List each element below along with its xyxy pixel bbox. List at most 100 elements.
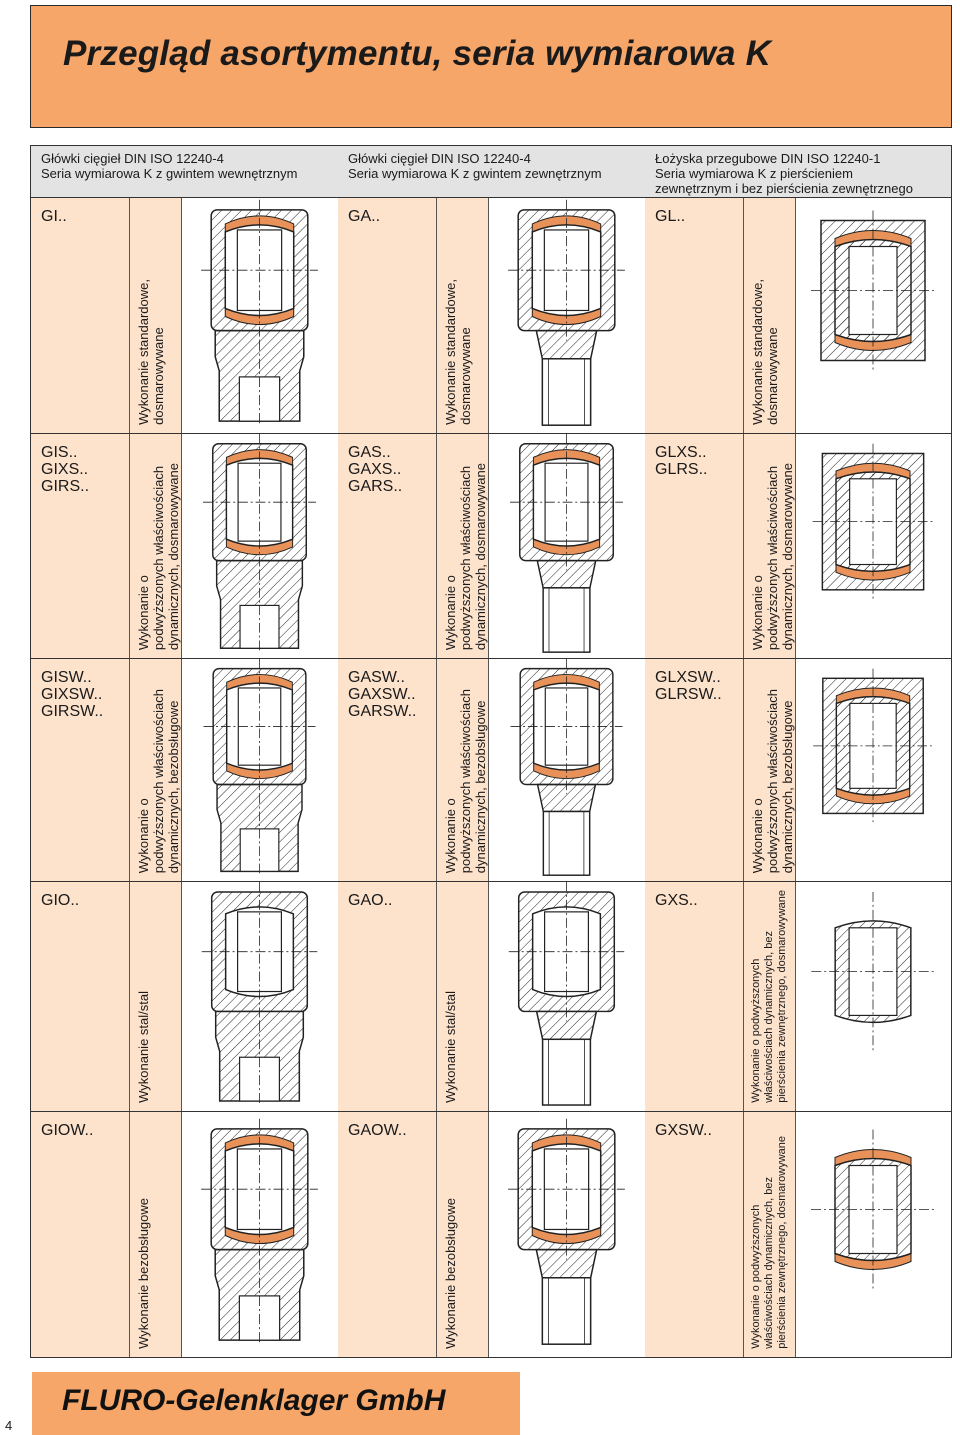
variant-code: GISW..GIXSW..GIRSW..: [31, 659, 129, 881]
variant-code-line: GA..: [348, 208, 381, 225]
variant-code: GIO..: [31, 882, 129, 1111]
variant-description: Wykonanie standardowe,dosmarowywane: [743, 198, 795, 433]
variant-description: Wykonanie stal/stal: [129, 882, 181, 1111]
technical-drawing: [795, 882, 951, 1111]
technical-drawing: [181, 198, 338, 433]
description-line: Wykonanie stal/stal: [136, 991, 151, 1103]
description-line: Wykonanie o podwyższonych: [750, 958, 762, 1103]
variant-code-line: GASW..: [348, 669, 405, 686]
variant-description: Wykonanie standardowe,dosmarowywane: [436, 198, 488, 433]
variant-row: GI..Wykonanie standardowe,dosmarowywane: [31, 198, 338, 433]
description-line: Wykonanie standardowe,: [750, 279, 765, 425]
description-line: dynamicznych, bezobsługowe: [780, 700, 795, 873]
variant-row: GIOW..Wykonanie bezobsługowe: [31, 1111, 338, 1357]
description-line: Wykonanie bezobsługowe: [136, 1198, 151, 1349]
variant-code: GA..: [338, 198, 436, 433]
technical-drawing: [795, 434, 951, 658]
technical-drawing: [488, 198, 645, 433]
variant-code-line: GISW..: [41, 669, 92, 686]
variant-code-line: GLXS..: [655, 444, 707, 461]
description-line: właściwościach dynamicznych, bez: [763, 931, 775, 1103]
description-line: podwyższonych właściwościach: [765, 465, 780, 650]
description-line: dosmarowywane: [151, 327, 166, 425]
description-line: Wykonanie o: [136, 797, 151, 873]
variant-code-line: GIRS..: [41, 478, 90, 495]
cross-section-drawing: [508, 199, 625, 426]
variant-code-line: GAOW..: [348, 1122, 407, 1139]
cross-section-drawing: [201, 882, 318, 1107]
description-line: dosmarowywane: [765, 327, 780, 425]
description-line: dynamicznych, dosmarowywane: [166, 462, 181, 650]
description-line: Wykonanie o podwyższonych: [750, 1204, 762, 1349]
variant-description-text: Wykonanie stal/stal: [136, 991, 151, 1103]
variant-row: GL.. Wykonanie standardowe,dosmarowywane: [645, 198, 951, 433]
description-line: pierścienia zewnętrznego, dosmarowywane: [776, 1136, 788, 1349]
variant-description-text: Wykonanie bezobsługowe: [136, 1198, 151, 1349]
description-line: Wykonanie o: [750, 797, 765, 873]
technical-drawing: [181, 1112, 338, 1357]
variant-row: GA.. Wykonanie standardowe,dosmarowywane: [338, 198, 645, 433]
variant-code-line: GIRSW..: [41, 703, 104, 720]
description-line: Wykonanie o: [136, 574, 151, 650]
variant-code-line: GARSW..: [348, 703, 417, 720]
variant-row: GIO.. Wykonanie stal/stal: [31, 881, 338, 1111]
footer-banner: FLURO-Gelenklager GmbH: [32, 1372, 520, 1435]
cross-section-drawing: [811, 891, 935, 1052]
variant-row: GAO.. Wykonanie stal/stal: [338, 881, 645, 1111]
page-title: Przegląd asortymentu, seria wymiarowa K: [63, 34, 772, 73]
variant-code-line: GLRS..: [655, 461, 708, 478]
variant-description-text: Wykonanie standardowe,dosmarowywane: [750, 279, 780, 425]
description-line: Wykonanie o: [443, 574, 458, 650]
cross-section-drawing: [811, 1129, 935, 1290]
cross-section-drawing: [508, 882, 625, 1106]
variant-code: GLXS..GLRS..: [645, 434, 743, 658]
variant-code-line: GLXSW..: [655, 669, 721, 686]
variant-code-line: GARS..: [348, 478, 403, 495]
description-line: podwyższonych właściwościach: [458, 688, 473, 873]
cross-section-drawing: [201, 1118, 318, 1346]
description-line: Wykonanie o: [443, 797, 458, 873]
description-line: dosmarowywane: [458, 327, 473, 425]
cross-section-drawing: [508, 1118, 625, 1345]
variant-description-text: Wykonanie stal/stal: [443, 991, 458, 1103]
variant-code: GAO..: [338, 882, 436, 1111]
header-line: Główki cięgieł DIN ISO 12240-4: [348, 151, 531, 166]
header-line: Seria wymiarowa K z gwintem wewnętrznym: [41, 166, 298, 181]
variant-description: Wykonanie bezobsługowe: [129, 1112, 181, 1357]
technical-drawing: [181, 659, 338, 881]
variant-description-text: Wykonanie standardowe,dosmarowywane: [443, 279, 473, 425]
variant-code: GXS..: [645, 882, 743, 1111]
variant-code: GI..: [31, 198, 129, 433]
header-line: Seria wymiarowa K z pierścieniem: [655, 166, 853, 181]
variant-code: GIS..GIXS..GIRS..: [31, 434, 129, 658]
company-name: FLURO-Gelenklager GmbH: [62, 1384, 446, 1417]
variant-description-text: Wykonanie bezobsługowe: [443, 1198, 458, 1349]
description-line: Wykonanie stal/stal: [443, 991, 458, 1103]
variant-code-line: GL..: [655, 208, 686, 225]
cross-section-drawing: [203, 659, 316, 877]
description-line: podwyższonych właściwościach: [458, 465, 473, 650]
variant-description-text: Wykonanie standardowe,dosmarowywane: [136, 279, 166, 425]
page-number: 4: [5, 1418, 13, 1433]
variant-code-line: GIXSW..: [41, 686, 103, 703]
description-line: dynamicznych, dosmarowywane: [780, 462, 795, 650]
